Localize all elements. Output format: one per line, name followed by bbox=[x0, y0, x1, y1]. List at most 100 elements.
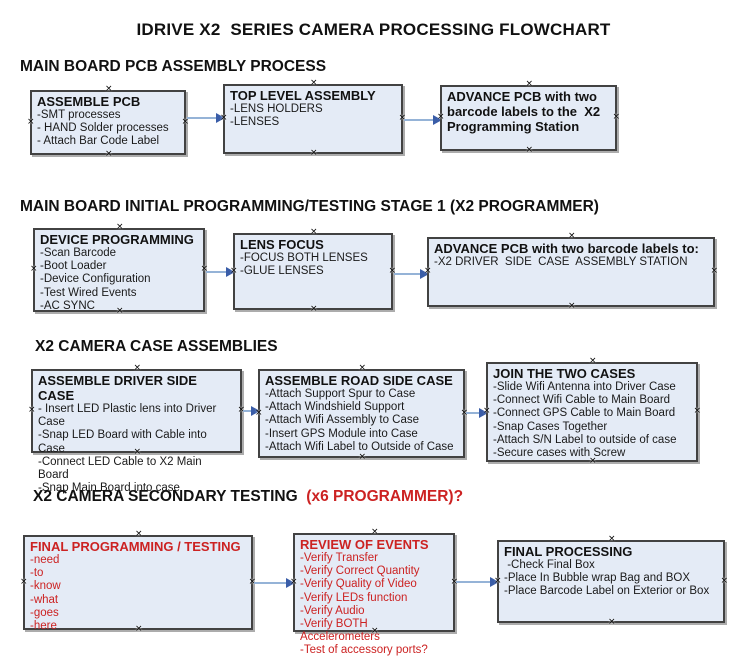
box-line: -Verify BOTH Accelerometers bbox=[300, 618, 380, 644]
connection-handle-icon: × bbox=[310, 304, 318, 314]
box-lines: -LENS HOLDERS-LENSES bbox=[230, 103, 396, 129]
flow-box-lens-focus: LENS FOCUS -FOCUS BOTH LENSES-GLUE LENSE… bbox=[230, 228, 396, 314]
section-heading-case-assemblies: X2 CAMERA CASE ASSEMBLIES bbox=[35, 338, 278, 355]
box-title: DEVICE PROGRAMMING bbox=[40, 232, 194, 247]
box-line: -SMT processes bbox=[37, 109, 121, 121]
flow-box-advance-pcb-driver-side-station: ADVANCE PCB with two barcode labels to: … bbox=[424, 232, 718, 311]
arrow-head-icon bbox=[251, 406, 260, 416]
box-lines: -Scan Barcode-Boot Loader-Device Configu… bbox=[40, 247, 198, 313]
box-line: -Attach Windshield Support bbox=[265, 401, 405, 414]
box-line: -Scan Barcode bbox=[40, 247, 117, 259]
box-line: -Connect GPS Cable to Main Board bbox=[493, 407, 676, 420]
box-title: FINAL PROCESSING bbox=[504, 544, 633, 559]
box-line: -what bbox=[30, 593, 59, 606]
box-line: - Insert LED Plastic lens into Driver Ca… bbox=[38, 403, 220, 429]
connection-handle-icon: × bbox=[310, 78, 318, 88]
box-line: -Connect Wifi Cable to Main Board bbox=[493, 394, 671, 407]
box-line: -Attach Support Spur to Case bbox=[265, 388, 416, 400]
box-line: -Check Final Box bbox=[504, 559, 595, 571]
box-line: -Connect LED Cable to X2 Main Board bbox=[38, 455, 205, 482]
connection-handle-icon: × bbox=[105, 149, 113, 159]
flow-box-device-programming: DEVICE PROGRAMMING -Scan Barcode-Boot Lo… bbox=[30, 223, 208, 316]
box-line: - HAND Solder processes bbox=[37, 122, 169, 135]
arrow-head-icon bbox=[479, 408, 488, 418]
page-title: IDRIVE X2 SERIES CAMERA PROCESSING FLOWC… bbox=[136, 20, 611, 39]
box-lines: -Verify Transfer-Verify Correct Quantity… bbox=[300, 552, 448, 658]
box-lines: -FOCUS BOTH LENSES-GLUE LENSES bbox=[240, 252, 386, 278]
box-title: FINAL PROGRAMMING / TESTING bbox=[30, 539, 241, 554]
box-line: -to bbox=[30, 567, 44, 580]
box-line: -Device Configuration bbox=[40, 273, 151, 286]
connection-handle-icon: × bbox=[612, 112, 620, 122]
connection-handle-icon: × bbox=[27, 116, 35, 127]
flow-box-join-the-two-cases: JOIN THE TWO CASES -Slide Wifi Antenna i… bbox=[483, 357, 701, 466]
box-line: -Boot Loader bbox=[40, 260, 107, 273]
connector-arrow bbox=[456, 577, 499, 587]
box-line: -Slide Wifi Antenna into Driver Case bbox=[493, 381, 676, 393]
connector-arrow bbox=[206, 267, 235, 277]
connector-arrow bbox=[243, 406, 260, 416]
box-line: -GLUE LENSES bbox=[240, 265, 324, 278]
flow-box-assemble-road-side-case: ASSEMBLE ROAD SIDE CASE -Attach Support … bbox=[255, 364, 468, 462]
connector-arrow bbox=[187, 113, 225, 123]
arrow-head-icon bbox=[286, 578, 295, 588]
box-lines: -need-to-know-what-goes-here bbox=[30, 554, 246, 633]
box-line: -Insert GPS Module into Case bbox=[265, 427, 418, 440]
box-line: -AC SYNC bbox=[40, 299, 95, 312]
box-title: ASSEMBLE DRIVER SIDE CASE bbox=[38, 373, 201, 403]
connection-handle-icon: × bbox=[525, 145, 534, 155]
connection-handle-icon: × bbox=[568, 301, 576, 311]
flow-box-final-programming-testing: FINAL PROGRAMMING / TESTING -need-to-kno… bbox=[20, 530, 256, 634]
box-line: - Attach Bar Code Label bbox=[37, 135, 160, 148]
connection-handle-icon: × bbox=[310, 227, 318, 237]
box-line: -Attach S/N Label to outside of case bbox=[493, 433, 677, 446]
box-line: -Secure cases with Screw bbox=[493, 447, 626, 460]
connection-handle-icon: × bbox=[693, 406, 701, 416]
connection-handle-icon: × bbox=[20, 576, 28, 587]
flow-box-final-processing: FINAL PROCESSING -Check Final Box-Place … bbox=[494, 535, 728, 627]
connection-handle-icon: × bbox=[710, 266, 718, 276]
box-line: -Verify Correct Quantity bbox=[300, 565, 420, 578]
box-line: -Test of accessory ports? bbox=[300, 644, 428, 657]
connection-handle-icon: × bbox=[720, 575, 728, 586]
box-title: ADVANCE PCB with two barcode labels to t… bbox=[447, 89, 604, 134]
box-title: JOIN THE TWO CASES bbox=[493, 366, 636, 381]
flow-box-assemble-pcb: ASSEMBLE PCB -SMT processes- HAND Solder… bbox=[27, 85, 189, 159]
arrow-head-icon bbox=[420, 269, 429, 279]
connection-handle-icon: × bbox=[116, 222, 124, 232]
box-title: ASSEMBLE PCB bbox=[37, 94, 141, 109]
connection-handle-icon: × bbox=[133, 363, 142, 373]
box-line: -FOCUS BOTH LENSES bbox=[240, 252, 368, 264]
connector-arrow bbox=[404, 115, 442, 125]
connection-handle-icon: × bbox=[589, 356, 597, 366]
box-lines: -Attach Support Spur to Case-Attach Wind… bbox=[265, 388, 458, 454]
section-heading-pcb-assembly: MAIN BOARD PCB ASSEMBLY PROCESS bbox=[20, 58, 327, 75]
connection-handle-icon: × bbox=[310, 148, 318, 158]
box-line: -LENSES bbox=[230, 116, 280, 129]
connection-handle-icon: × bbox=[568, 231, 576, 241]
box-line: -X2 DRIVER SIDE CASE ASSEMBLY STATION bbox=[434, 256, 688, 268]
connector-arrow bbox=[394, 269, 429, 279]
connection-handle-icon: × bbox=[608, 534, 616, 544]
connection-handle-icon: × bbox=[358, 452, 367, 462]
box-line: -know bbox=[30, 580, 61, 593]
box-line: -LENS HOLDERS bbox=[230, 103, 323, 115]
box-line: -Test Wired Events bbox=[40, 286, 137, 299]
box-lines: - Insert LED Plastic lens into Driver Ca… bbox=[38, 403, 235, 495]
box-line: -Verify Audio bbox=[300, 604, 365, 617]
flow-box-review-of-events: REVIEW OF EVENTS -Verify Transfer-Verify… bbox=[290, 528, 458, 657]
box-line: -here bbox=[30, 620, 57, 633]
box-lines: -SMT processes- HAND Solder processes- A… bbox=[37, 109, 179, 149]
connection-handle-icon: × bbox=[608, 617, 616, 627]
connection-handle-icon: × bbox=[105, 84, 113, 94]
box-line: -Snap LED Board with Cable into Case bbox=[38, 429, 210, 455]
box-lines: -X2 DRIVER SIDE CASE ASSEMBLY STATION bbox=[434, 256, 708, 269]
arrow-head-icon bbox=[226, 267, 235, 277]
box-line: -Place In Bubble wrap Bag and BOX bbox=[504, 572, 691, 585]
heading-black-part: X2 CAMERA SECONDARY TESTING bbox=[33, 488, 302, 505]
box-line: -need bbox=[30, 554, 60, 566]
box-lines: -Slide Wifi Antenna into Driver Case-Con… bbox=[493, 381, 691, 460]
box-line: -Snap Cases Together bbox=[493, 420, 608, 433]
connection-handle-icon: × bbox=[525, 79, 534, 89]
